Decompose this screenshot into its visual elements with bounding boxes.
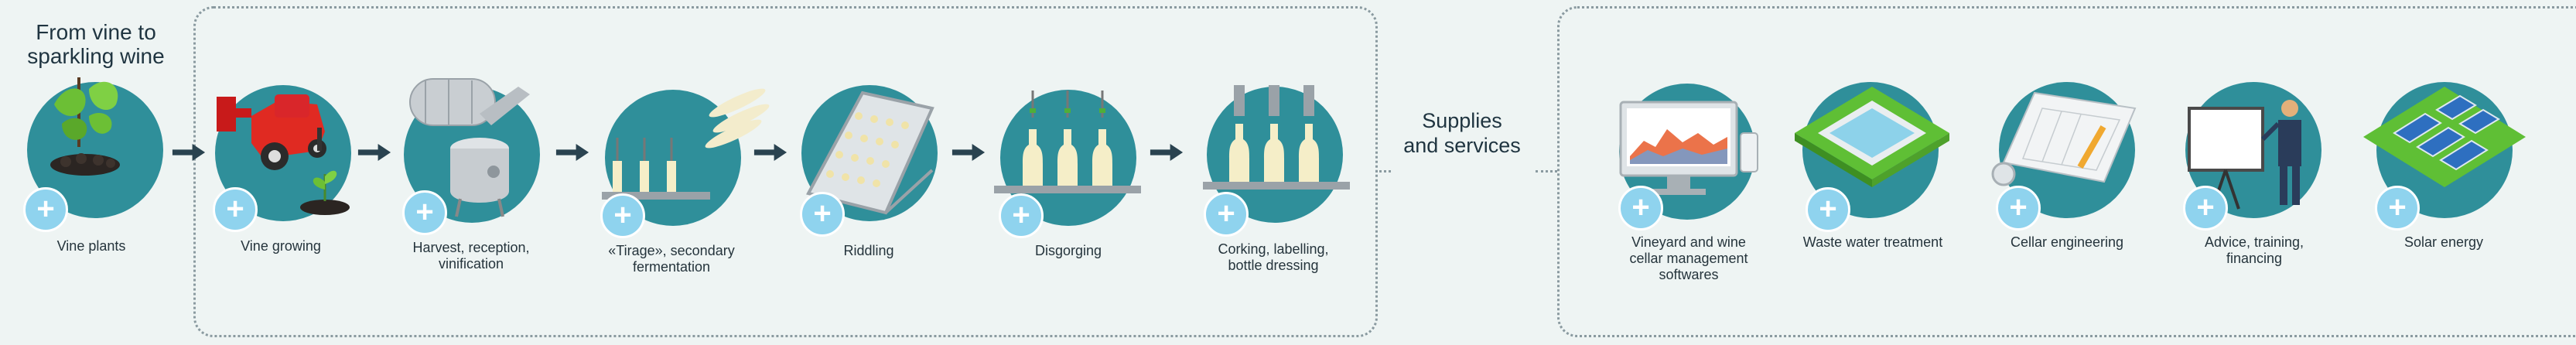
plus-button-corking[interactable]: + xyxy=(1204,192,1249,237)
arrow-icon xyxy=(753,144,787,161)
corking-icon xyxy=(1203,85,1350,190)
plus-button-tirage[interactable]: + xyxy=(600,193,645,238)
arrow-icon xyxy=(1150,144,1184,161)
arrow-icon xyxy=(555,144,589,161)
computer-icon xyxy=(1619,101,1758,195)
step-label-riddling: Riddling xyxy=(843,243,894,258)
press-tank-icon xyxy=(409,78,530,217)
step-label-vine-growing: Vine growing xyxy=(241,238,321,254)
supplies-label: Supplies and services xyxy=(1403,109,1521,157)
step-label-vine-plants: Vine plants xyxy=(56,238,126,254)
step-label-disgorging: Disgorging xyxy=(1034,243,1102,258)
process-box xyxy=(193,6,1378,337)
plus-button-vine-plants[interactable]: + xyxy=(23,187,68,232)
service-label-waste-water: Waste water treatment xyxy=(1802,234,1943,250)
solar-panel-icon xyxy=(2363,87,2526,187)
plus-button-cellar[interactable]: + xyxy=(1996,186,2041,231)
arrow-icon xyxy=(172,144,206,161)
connector-line-right xyxy=(1536,170,1557,172)
plus-button-riddling[interactable]: + xyxy=(800,192,845,237)
services-box xyxy=(1557,6,2576,337)
presenter-icon xyxy=(2188,100,2301,210)
service-label-software: Vineyard and wine cellar management soft… xyxy=(1629,234,1748,282)
diagram-title: From vine to sparkling wine xyxy=(27,20,165,68)
tirage-bottles-icon xyxy=(602,88,770,200)
arrow-icon xyxy=(951,144,986,161)
vine-plant-icon xyxy=(50,77,120,176)
riddling-rack-icon xyxy=(806,91,934,215)
plus-button-vine-growing[interactable]: + xyxy=(213,187,258,232)
plus-button-advice[interactable]: + xyxy=(2183,186,2228,231)
tractor-icon xyxy=(217,94,350,215)
blueprint-icon xyxy=(1991,91,2137,186)
service-label-advice: Advice, training, financing xyxy=(2204,234,2304,266)
plus-button-solar[interactable]: + xyxy=(2375,186,2420,231)
plus-button-software[interactable]: + xyxy=(1618,186,1663,231)
step-label-harvest: Harvest, reception, vinification xyxy=(412,240,530,272)
plus-button-waste-water[interactable]: + xyxy=(1806,187,1850,232)
disgorging-icon xyxy=(994,91,1141,193)
service-label-solar: Solar energy xyxy=(2403,234,2484,250)
water-basin-icon xyxy=(1795,87,1949,187)
service-label-cellar: Cellar engineering xyxy=(2010,234,2124,250)
plus-button-disgorging[interactable]: + xyxy=(999,193,1044,238)
step-label-corking: Corking, labelling, bottle dressing xyxy=(1218,241,1329,273)
arrow-icon xyxy=(357,144,391,161)
step-label-tirage: «Tirage», secondary fermentation xyxy=(608,243,735,275)
plus-button-harvest[interactable]: + xyxy=(402,190,447,235)
connector-line-left xyxy=(1375,170,1391,172)
